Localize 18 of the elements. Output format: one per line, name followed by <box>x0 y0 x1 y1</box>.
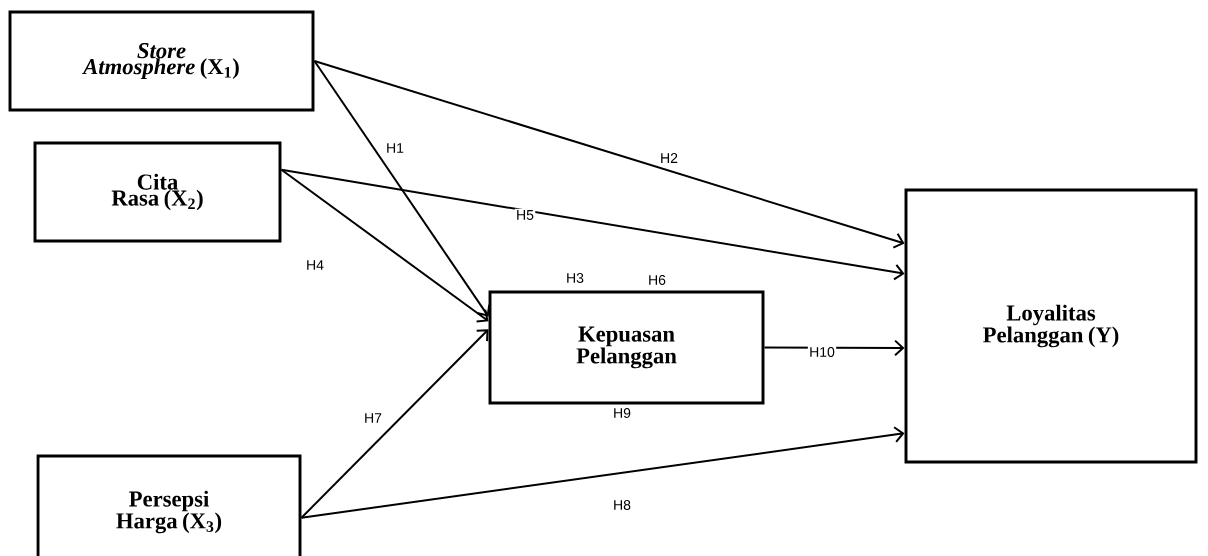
variable-box: Loyalitas Pelanggan (Y) <box>904 188 1198 464</box>
edge-label: H8 <box>611 498 633 512</box>
edge-label: H7 <box>362 411 384 425</box>
arrow <box>280 168 489 323</box>
edge-label: H5 <box>514 208 536 222</box>
arrow <box>313 60 491 317</box>
variable-box: Kepuasan Pelanggan <box>488 290 765 405</box>
edge-label: H2 <box>658 151 680 165</box>
edge-label: H1 <box>384 141 406 155</box>
variable-box: Persepsi Harga (X$_{3}$) <box>36 454 302 556</box>
edge-label: H4 <box>304 258 326 272</box>
arrow <box>300 426 905 519</box>
arrow <box>300 329 489 519</box>
variable-box: Cita Rasa (X$_{2}$) <box>33 141 282 243</box>
arrow <box>280 168 905 281</box>
arrow <box>313 60 905 249</box>
variable-box: Store Atmosphere (X$_{1}$) <box>8 10 315 112</box>
edge-label: H10 <box>807 345 837 359</box>
